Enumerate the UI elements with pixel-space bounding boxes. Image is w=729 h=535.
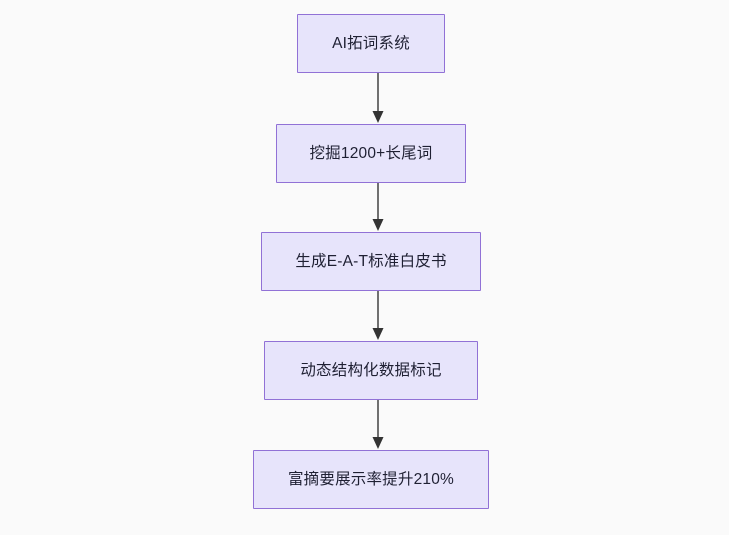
flow-node-mine-longtail-keywords[interactable]: 挖掘1200+长尾词 bbox=[276, 124, 466, 183]
arrow-down-icon bbox=[372, 328, 384, 340]
flow-node-rich-snippet-impression-uplift[interactable]: 富摘要展示率提升210% bbox=[253, 450, 489, 509]
flow-node-label: 动态结构化数据标记 bbox=[300, 361, 442, 379]
arrow-down-icon bbox=[372, 437, 384, 449]
flow-node-label: 富摘要展示率提升210% bbox=[287, 470, 455, 488]
flow-node-label: AI拓词系统 bbox=[332, 34, 410, 52]
flow-node-dynamic-structured-data-markup[interactable]: 动态结构化数据标记 bbox=[264, 341, 478, 400]
flow-node-ai-keyword-system[interactable]: AI拓词系统 bbox=[297, 14, 445, 73]
arrow-down-icon bbox=[372, 219, 384, 231]
flow-node-generate-eat-whitepaper[interactable]: 生成E-A-T标准白皮书 bbox=[261, 232, 481, 291]
arrow-down-icon bbox=[372, 111, 384, 123]
flow-node-label: 生成E-A-T标准白皮书 bbox=[295, 252, 447, 270]
flow-node-label: 挖掘1200+长尾词 bbox=[309, 144, 433, 162]
